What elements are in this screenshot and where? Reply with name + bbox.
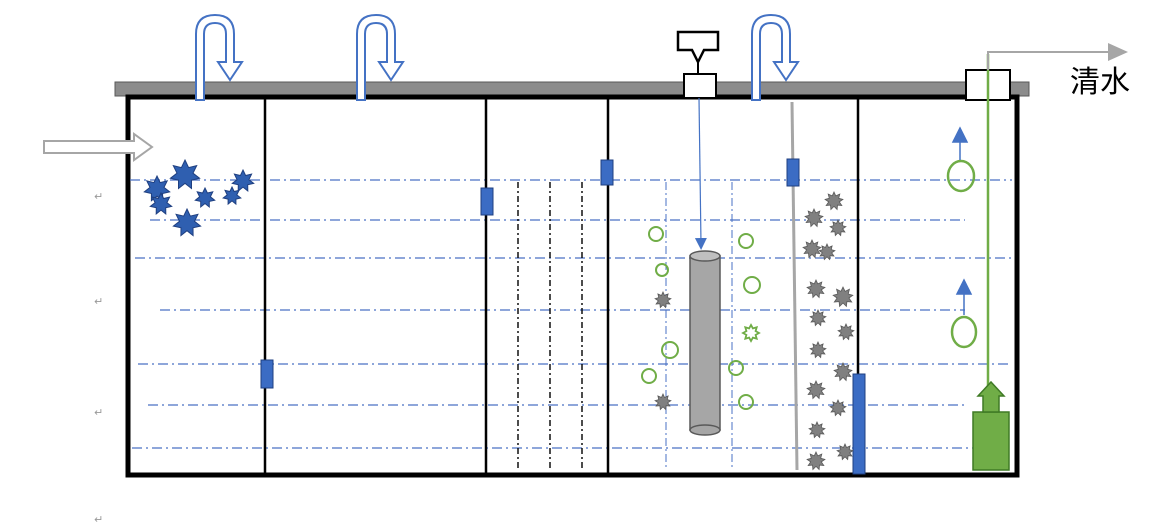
reactor-bubbles [641,226,761,410]
u-pipe-arrow-icon [195,13,244,101]
gray-particles [654,191,855,471]
star-floc-icon [222,185,242,206]
spiky-particle-icon [836,443,854,461]
star-floc-icon [149,191,173,215]
reactor-boundaries [665,182,733,470]
spiky-particle-icon [832,286,854,308]
return-mark: ↵ [94,406,103,419]
star-floc-icon [143,174,171,202]
pump-icon [972,380,1010,471]
spiky-particle-icon [654,291,672,309]
baffle-block [600,159,614,186]
ring-bubble-icon [728,360,744,376]
funnel-icon [676,30,720,99]
return-mark: ↵ [94,295,103,308]
spiky-particle-icon [837,323,855,341]
spiky-particle-icon [806,451,826,471]
u-pipe-arrow-icon [751,13,800,101]
arrow-right-icon [987,43,1128,70]
tank-cover [114,81,1030,97]
spiky-particle-icon [804,208,824,228]
spiky-particle-icon [809,341,827,359]
ring-bubble-icon [738,233,754,249]
spiky-particle-icon [654,393,672,411]
ring-bubble-icon [950,315,978,349]
partition-walls [263,97,860,475]
spiky-particle-icon [808,421,826,439]
spiky-particle-icon [824,191,844,211]
tank-outline [125,94,1020,478]
spiky-particle-icon [818,243,836,261]
water-level-lines [130,179,1012,449]
ring-bubble-icon [738,394,754,410]
return-mark: ↵ [94,190,103,203]
bubble-rise-arrows [951,126,973,315]
spiky-particle-icon [829,399,847,417]
return-mark: ↵ [94,513,103,524]
filter-layers [517,182,583,470]
spiky-particle-icon [809,309,827,327]
spiky-particle-icon [806,279,826,299]
spiky-particle-icon [802,239,822,259]
baffle-block [852,373,866,475]
ring-bubble-icon [641,368,657,384]
star-floc-icon [194,186,216,209]
baffle-blocks [260,158,866,475]
ring-bubble-icon [946,159,976,193]
ring-bubble-icon [661,341,679,359]
star-floc-icon [231,168,255,192]
spiky-particle-icon [833,362,853,382]
dosing-line [694,97,707,250]
spiky-particle-icon [741,323,761,343]
rising-bubbles [946,159,978,349]
ring-bubble-icon [648,226,664,242]
reaction-column [689,250,721,436]
inclined-plate [790,101,799,471]
baffle-block [786,158,800,187]
hollow-arrow-right-icon [43,132,154,162]
blue-flocs [143,158,255,237]
ring-bubble-icon [743,276,761,294]
spiky-particle-icon [829,219,847,237]
baffle-block [480,187,494,216]
baffle-block [260,359,274,389]
outlet-label: 清水 [1070,65,1130,100]
u-pipe-arrow-icon [356,13,405,101]
ring-bubble-icon [655,263,669,277]
star-floc-icon [172,207,202,237]
spiky-particle-icon [806,380,826,400]
feed-box [683,73,717,99]
star-floc-icon [169,158,201,190]
